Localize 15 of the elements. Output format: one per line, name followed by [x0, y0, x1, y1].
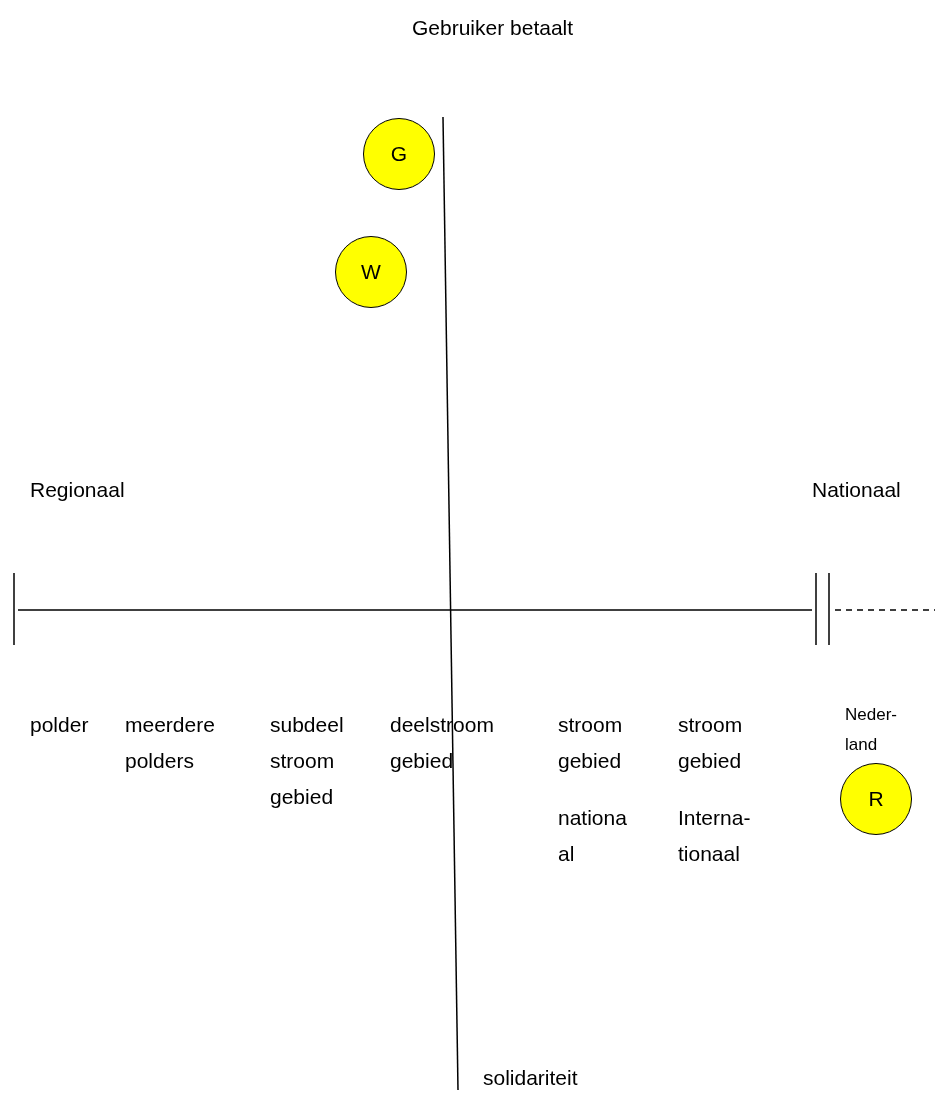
- scale-label: Interna- tionaal: [678, 805, 751, 867]
- scale-label: meerdere polders: [125, 712, 215, 774]
- circle-marker: G: [363, 118, 435, 190]
- scale-label: stroom gebied: [678, 712, 743, 774]
- axis-end-label: Nationaal: [812, 477, 901, 503]
- scale-label: stroom gebied: [558, 712, 623, 774]
- scale-label: subdeel stroom gebied: [270, 712, 344, 810]
- axis-title: Gebruiker betaalt: [412, 15, 574, 41]
- circle-marker: R: [840, 763, 912, 835]
- scale-label: Neder- land: [845, 704, 897, 756]
- axis-end-label: Regionaal: [30, 477, 125, 503]
- scale-label: nationa al: [558, 805, 627, 867]
- circle-marker: W: [335, 236, 407, 308]
- axis-title: solidariteit: [483, 1065, 578, 1091]
- scale-label: polder: [30, 712, 89, 738]
